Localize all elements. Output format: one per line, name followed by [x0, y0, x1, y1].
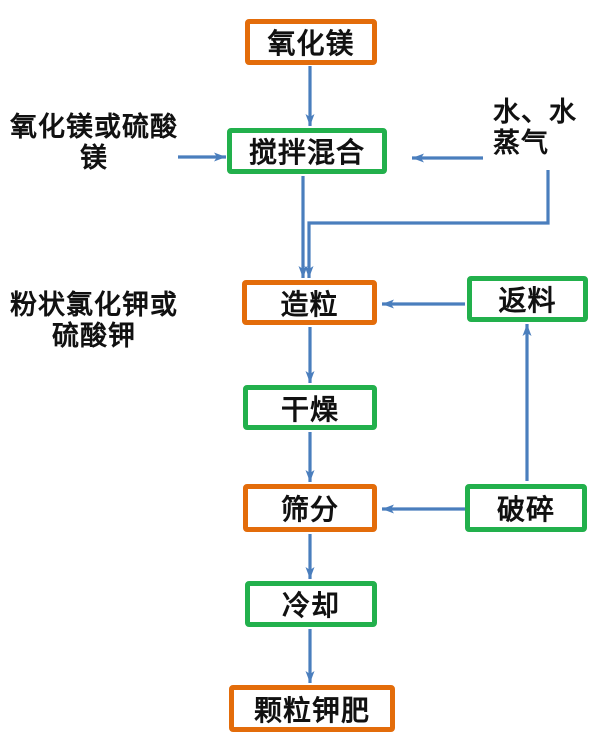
node-label: 破碎 [496, 495, 555, 526]
node-drying: 干燥 [243, 385, 377, 430]
label-water-steam: 水、水 蒸气 [493, 97, 600, 159]
label-line: 粉状氯化钾或 [10, 290, 178, 320]
node-label: 造粒 [280, 289, 339, 321]
node-mixing: 搅拌混合 [227, 128, 387, 174]
label-line: 氧化镁或硫酸 [10, 112, 178, 142]
label-line: 水、水 [493, 97, 577, 127]
label-line: 镁 [80, 143, 108, 173]
arrow-water-to-granulation [304, 170, 550, 278]
node-label: 返料 [498, 286, 557, 317]
node-return-material: 返料 [467, 276, 588, 322]
label-k-source: 粉状氯化钾或 硫酸钾 [8, 290, 180, 352]
node-label: 搅拌混合 [248, 138, 365, 169]
node-screening: 筛分 [243, 484, 377, 532]
node-label: 颗粒钾肥 [253, 695, 370, 727]
node-label: 冷却 [281, 591, 340, 622]
node-label: 氧化镁 [267, 29, 355, 60]
node-magnesium-oxide: 氧化镁 [245, 19, 377, 65]
label-line: 硫酸钾 [52, 321, 136, 351]
node-label: 干燥 [280, 394, 339, 426]
label-mg-source: 氧化镁或硫酸 镁 [8, 112, 180, 174]
node-granulation: 造粒 [242, 280, 377, 325]
node-product: 颗粒钾肥 [229, 685, 395, 732]
label-line: 蒸气 [493, 128, 549, 158]
node-cooling: 冷却 [245, 581, 377, 627]
node-label: 筛分 [280, 495, 339, 526]
node-crushing: 破碎 [465, 484, 587, 532]
